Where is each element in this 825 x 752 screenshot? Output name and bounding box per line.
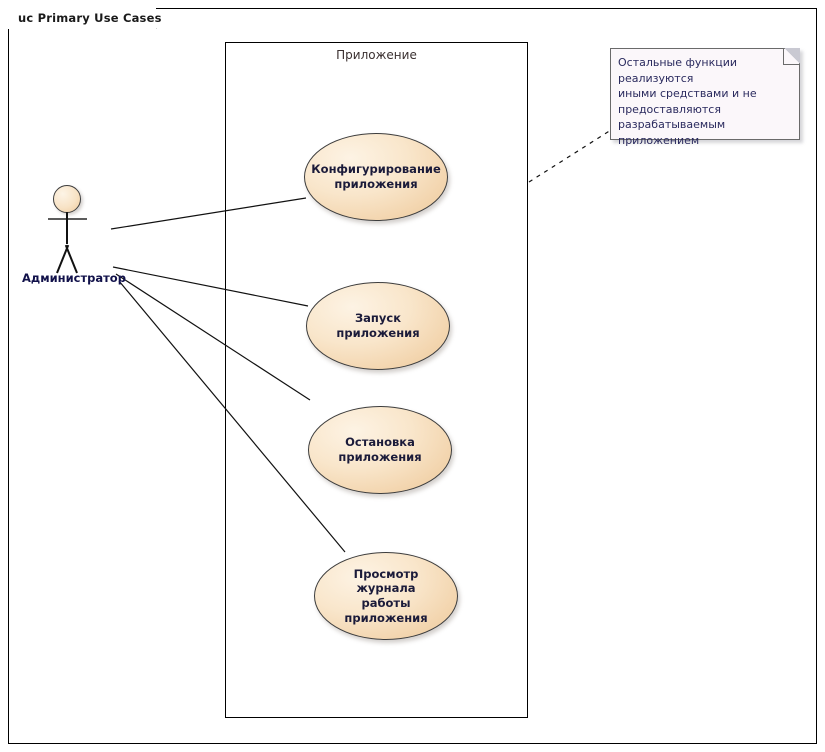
- usecase-start[interactable]: Запуск приложения: [306, 282, 450, 370]
- note-text: Остальные функции реализуются иными сред…: [618, 55, 791, 149]
- usecase-view-log-line1: Просмотр журнала: [353, 566, 419, 596]
- actor-label: Администратор: [22, 271, 126, 285]
- usecase-start-label: Запуск приложения: [307, 311, 449, 340]
- usecase-configure-label: Конфигурирование приложения: [303, 162, 448, 191]
- note-line2: иными средствами и не: [618, 87, 757, 101]
- usecase-configure[interactable]: Конфигурирование приложения: [304, 133, 448, 221]
- usecase-view-log-line2: работы приложения: [344, 596, 428, 625]
- note-line4: разрабатываемым приложением: [618, 118, 726, 148]
- actor-body-icon: [66, 212, 68, 244]
- usecase-stop[interactable]: Остановка приложения: [308, 406, 452, 494]
- usecase-stop-line1: Остановка: [345, 435, 415, 450]
- frame-tab: uc Primary Use Cases: [8, 8, 161, 29]
- note-line1: Остальные функции реализуются: [618, 56, 738, 85]
- usecase-view-log[interactable]: Просмотр журнала работы приложения: [314, 552, 458, 640]
- note-box[interactable]: Остальные функции реализуются иными сред…: [610, 48, 800, 147]
- usecase-stop-label: Остановка приложения: [330, 435, 429, 464]
- frame-tab-label: uc Primary Use Cases: [18, 11, 162, 25]
- usecase-configure-line2: приложения: [334, 177, 418, 191]
- usecase-stop-line2: приложения: [338, 450, 422, 464]
- note-line3: предоставляются: [618, 102, 721, 116]
- note-fold-corner-icon: [783, 48, 800, 65]
- usecase-view-log-label: Просмотр журнала работы приложения: [315, 567, 457, 626]
- usecase-configure-line1: Конфигурирование: [311, 162, 441, 177]
- system-boundary-label: Приложение: [336, 48, 417, 62]
- usecase-start-line1: Запуск приложения: [336, 311, 420, 340]
- actor-head-icon: [53, 185, 81, 213]
